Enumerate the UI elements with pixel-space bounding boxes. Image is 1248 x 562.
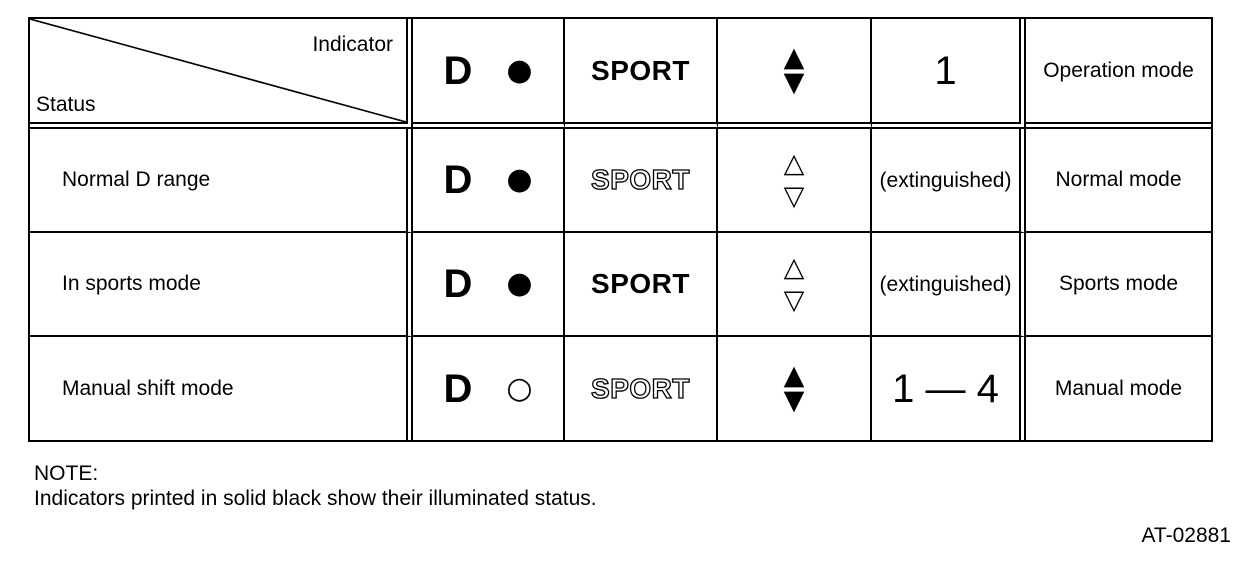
down-arrow-icon: ▼	[783, 385, 805, 416]
note-block: NOTE: Indicators printed in solid black …	[34, 461, 597, 511]
down-arrow-icon: ▽	[783, 180, 805, 212]
header-sport-indicator-cell: SPORT	[565, 19, 718, 129]
up-arrow-icon: ▲	[783, 42, 805, 73]
corner-indicator-label: Indicator	[312, 33, 393, 56]
down-arrow-icon: ▼	[783, 67, 805, 98]
note-label: NOTE:	[34, 462, 99, 485]
d-indicator-letter: D	[443, 366, 473, 411]
shift-arrows-cell: ▲ ▼	[718, 337, 872, 440]
status-label: Normal D range	[62, 168, 211, 191]
up-down-arrows-icon: △ ▽	[783, 147, 805, 212]
sport-indicator-cell: SPORT	[565, 337, 718, 440]
up-arrow-icon: ▲	[783, 360, 805, 391]
mode-cell: Manual mode	[1026, 337, 1211, 440]
d-indicator-letter: D	[443, 158, 473, 202]
operation-mode-label: Operation mode	[1043, 58, 1194, 82]
mode-cell: Normal mode	[1026, 129, 1211, 233]
sport-indicator-label: SPORT	[590, 372, 690, 404]
up-down-arrows-icon: ▲ ▼	[783, 42, 805, 98]
sport-indicator-label: SPORT	[590, 164, 690, 195]
d-indicator-letter: D	[443, 262, 473, 306]
gear-position-label: 1 — 4	[892, 366, 999, 411]
d-indicator-cell: D ●	[413, 129, 565, 233]
gear-position-cell: (extinguished)	[872, 129, 1026, 233]
mode-label: Sports mode	[1058, 272, 1179, 295]
figure-id: AT-02881	[1141, 524, 1231, 547]
mode-label: Manual mode	[1054, 376, 1183, 400]
header-gear-position-cell: 1	[872, 19, 1026, 129]
sport-indicator-cell: SPORT	[565, 233, 718, 337]
d-indicator-cell: D ○	[413, 337, 565, 440]
sport-indicator-label: SPORT	[591, 268, 690, 299]
header-d-indicator-cell: D ●	[413, 19, 565, 129]
up-arrow-icon: △	[783, 251, 805, 283]
d-indicator-letter: D	[443, 48, 473, 93]
status-cell: Manual shift mode	[30, 337, 413, 440]
gear-position-cell: (extinguished)	[872, 233, 1026, 337]
shift-lamp-icon: ○	[506, 370, 533, 406]
gear-position-cell: 1 — 4	[872, 337, 1026, 440]
status-cell: In sports mode	[30, 233, 413, 337]
shift-arrows-cell: △ ▽	[718, 129, 872, 233]
mode-label: Normal mode	[1055, 168, 1182, 191]
header-operation-mode-cell: Operation mode	[1026, 19, 1211, 129]
status-label: Manual shift mode	[62, 376, 234, 400]
sport-indicator-label: SPORT	[591, 54, 690, 86]
up-down-arrows-icon: ▲ ▼	[783, 360, 805, 416]
indicator-status-table: Indicator Status D ● SPORT ▲ ▼ 1 Operati…	[28, 17, 1213, 442]
status-cell: Normal D range	[30, 129, 413, 233]
shift-lamp-icon: ●	[506, 52, 533, 88]
shift-arrows-cell: △ ▽	[718, 233, 872, 337]
gear-position-label: (extinguished)	[879, 168, 1012, 192]
note-text: Indicators printed in solid black show t…	[34, 487, 597, 510]
corner-cell: Indicator Status	[30, 19, 413, 129]
up-down-arrows-icon: △ ▽	[783, 251, 805, 316]
status-label: In sports mode	[62, 272, 201, 295]
shift-lamp-icon: ●	[506, 162, 533, 197]
shift-lamp-icon: ●	[506, 266, 533, 301]
d-indicator-cell: D ●	[413, 233, 565, 337]
diagonal-divider-line	[30, 19, 406, 122]
gear-position-label: 1	[934, 48, 957, 93]
mode-cell: Sports mode	[1026, 233, 1211, 337]
up-arrow-icon: △	[783, 147, 805, 179]
sport-indicator-cell: SPORT	[565, 129, 718, 233]
gear-position-label: (extinguished)	[879, 272, 1012, 296]
header-shift-arrows-cell: ▲ ▼	[718, 19, 872, 129]
corner-status-label: Status	[36, 93, 96, 116]
down-arrow-icon: ▽	[783, 284, 805, 316]
